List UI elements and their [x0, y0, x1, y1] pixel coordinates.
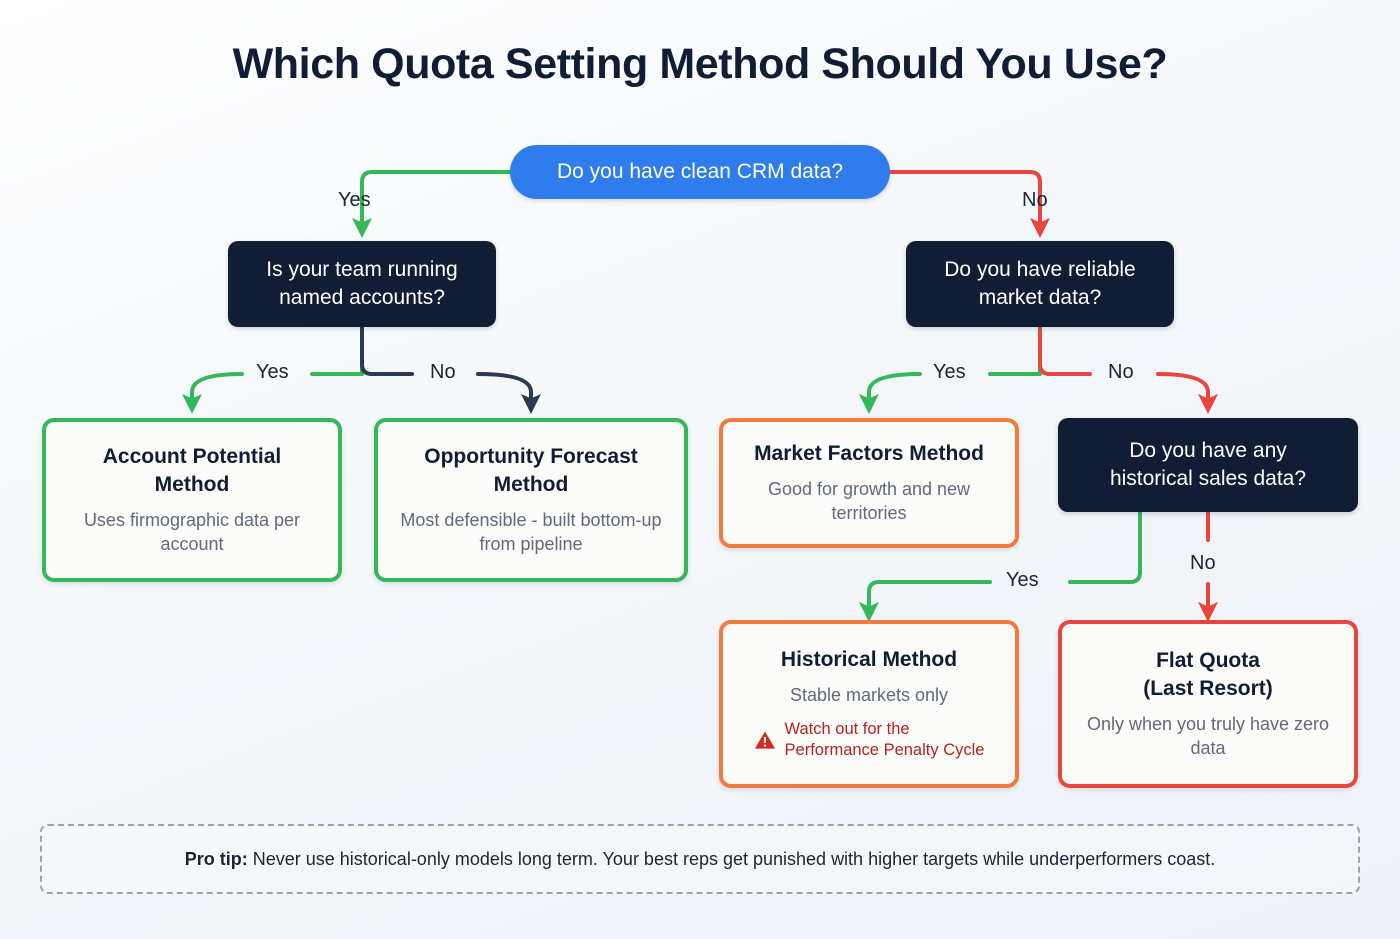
flat-quota-title-line2: (Last Resort)	[1143, 676, 1273, 700]
node-historical-data-line2: historical sales data?	[1109, 467, 1307, 490]
flat-quota-title-line1: Flat Quota	[1156, 648, 1260, 672]
account-potential-subtitle: Uses firmographic data per account	[83, 509, 301, 555]
market-factors-subtitle: Good for growth and new territories	[767, 478, 971, 524]
node-decision-historical-sales-data[interactable]: Do you have any historical sales data?	[1058, 418, 1358, 512]
edge-label-named-no: No	[430, 361, 456, 383]
warning-triangle-icon	[754, 731, 775, 749]
opportunity-forecast-title: Opportunity Forecast Method	[424, 443, 638, 499]
pro-tip-label: Pro tip:	[184, 848, 248, 869]
opportunity-forecast-title-line1: Opportunity Forecast	[424, 444, 638, 468]
edge-label-named-yes: Yes	[256, 361, 289, 383]
account-potential-title-line2: Method	[154, 472, 230, 496]
edge-label-historical-no: No	[1190, 552, 1216, 574]
edge-market-stub-right	[1038, 325, 1092, 376]
node-root-label: Do you have clean CRM data?	[557, 160, 843, 183]
edge-named-stub-right	[360, 325, 414, 376]
node-decision-named-accounts[interactable]: Is your team running named accounts?	[228, 241, 496, 327]
opportunity-forecast-title-line2: Method	[493, 472, 569, 496]
node-root-question[interactable]: Do you have clean CRM data?	[510, 145, 890, 199]
account-potential-title-line1: Account Potential	[102, 444, 282, 468]
edge-market-yes	[859, 372, 922, 414]
node-named-accounts-line1: Is your team running	[266, 258, 458, 282]
edge-market-stub-left	[988, 325, 1042, 376]
edge-label-market-yes: Yes	[933, 361, 966, 383]
historical-warning-line1: Watch out for the	[784, 719, 910, 738]
flat-quota-title: Flat Quota (Last Resort)	[1143, 647, 1273, 703]
node-result-opportunity-forecast[interactable]: Opportunity Forecast Method Most defensi…	[374, 418, 688, 582]
edge-market-no	[1156, 372, 1218, 414]
edge-label-historical-yes: Yes	[1006, 569, 1039, 591]
edge-label-root-yes: Yes	[338, 189, 371, 211]
historical-warning-line2: Performance Penalty Cycle	[784, 741, 985, 760]
edge-named-no	[476, 372, 541, 414]
historical-method-subtitle: Stable markets only	[789, 684, 949, 705]
account-potential-title: Account Potential Method	[103, 443, 282, 499]
edge-named-stub-left	[310, 325, 364, 376]
historical-method-warning: Watch out for the Performance Penalty Cy…	[754, 719, 985, 763]
node-market-data-line1: Do you have reliable	[944, 258, 1136, 282]
node-historical-data-line1: Do you have any	[1129, 439, 1287, 463]
pro-tip-text: Never use historical-only models long te…	[247, 848, 1216, 869]
pro-tip-banner: Pro tip: Never use historical-only model…	[40, 824, 1360, 894]
flat-quota-subtitle: Only when you truly have zero data	[1086, 713, 1330, 759]
edge-root-yes	[352, 170, 512, 238]
node-result-flat-quota[interactable]: Flat Quota (Last Resort) Only when you t…	[1058, 620, 1358, 788]
historical-method-warning-text: Watch out for the Performance Penalty Cy…	[785, 719, 985, 763]
edge-named-yes	[182, 372, 244, 414]
node-market-data-line2: market data?	[978, 286, 1102, 309]
page-title: Which Quota Setting Method Should You Us…	[232, 40, 1168, 88]
opportunity-forecast-subtitle: Most defensible - built bottom-up from p…	[400, 509, 662, 555]
edge-historical-yes	[1068, 510, 1142, 584]
node-result-historical-method[interactable]: Historical Method Stable markets only Wa…	[719, 620, 1019, 788]
edge-label-root-no: No	[1022, 189, 1048, 211]
pro-tip-content: Pro tip: Never use historical-only model…	[185, 849, 1216, 870]
edge-root-no	[888, 170, 1050, 238]
historical-method-title: Historical Method	[780, 647, 958, 671]
market-factors-title: Market Factors Method	[754, 441, 984, 465]
edge-historical-yes-tail	[859, 580, 992, 622]
node-result-account-potential[interactable]: Account Potential Method Uses firmograph…	[42, 418, 342, 582]
node-decision-market-data[interactable]: Do you have reliable market data?	[906, 241, 1174, 327]
edge-label-market-no: No	[1108, 361, 1134, 383]
node-named-accounts-line2: named accounts?	[279, 286, 445, 309]
node-result-market-factors[interactable]: Market Factors Method Good for growth an…	[719, 418, 1019, 548]
